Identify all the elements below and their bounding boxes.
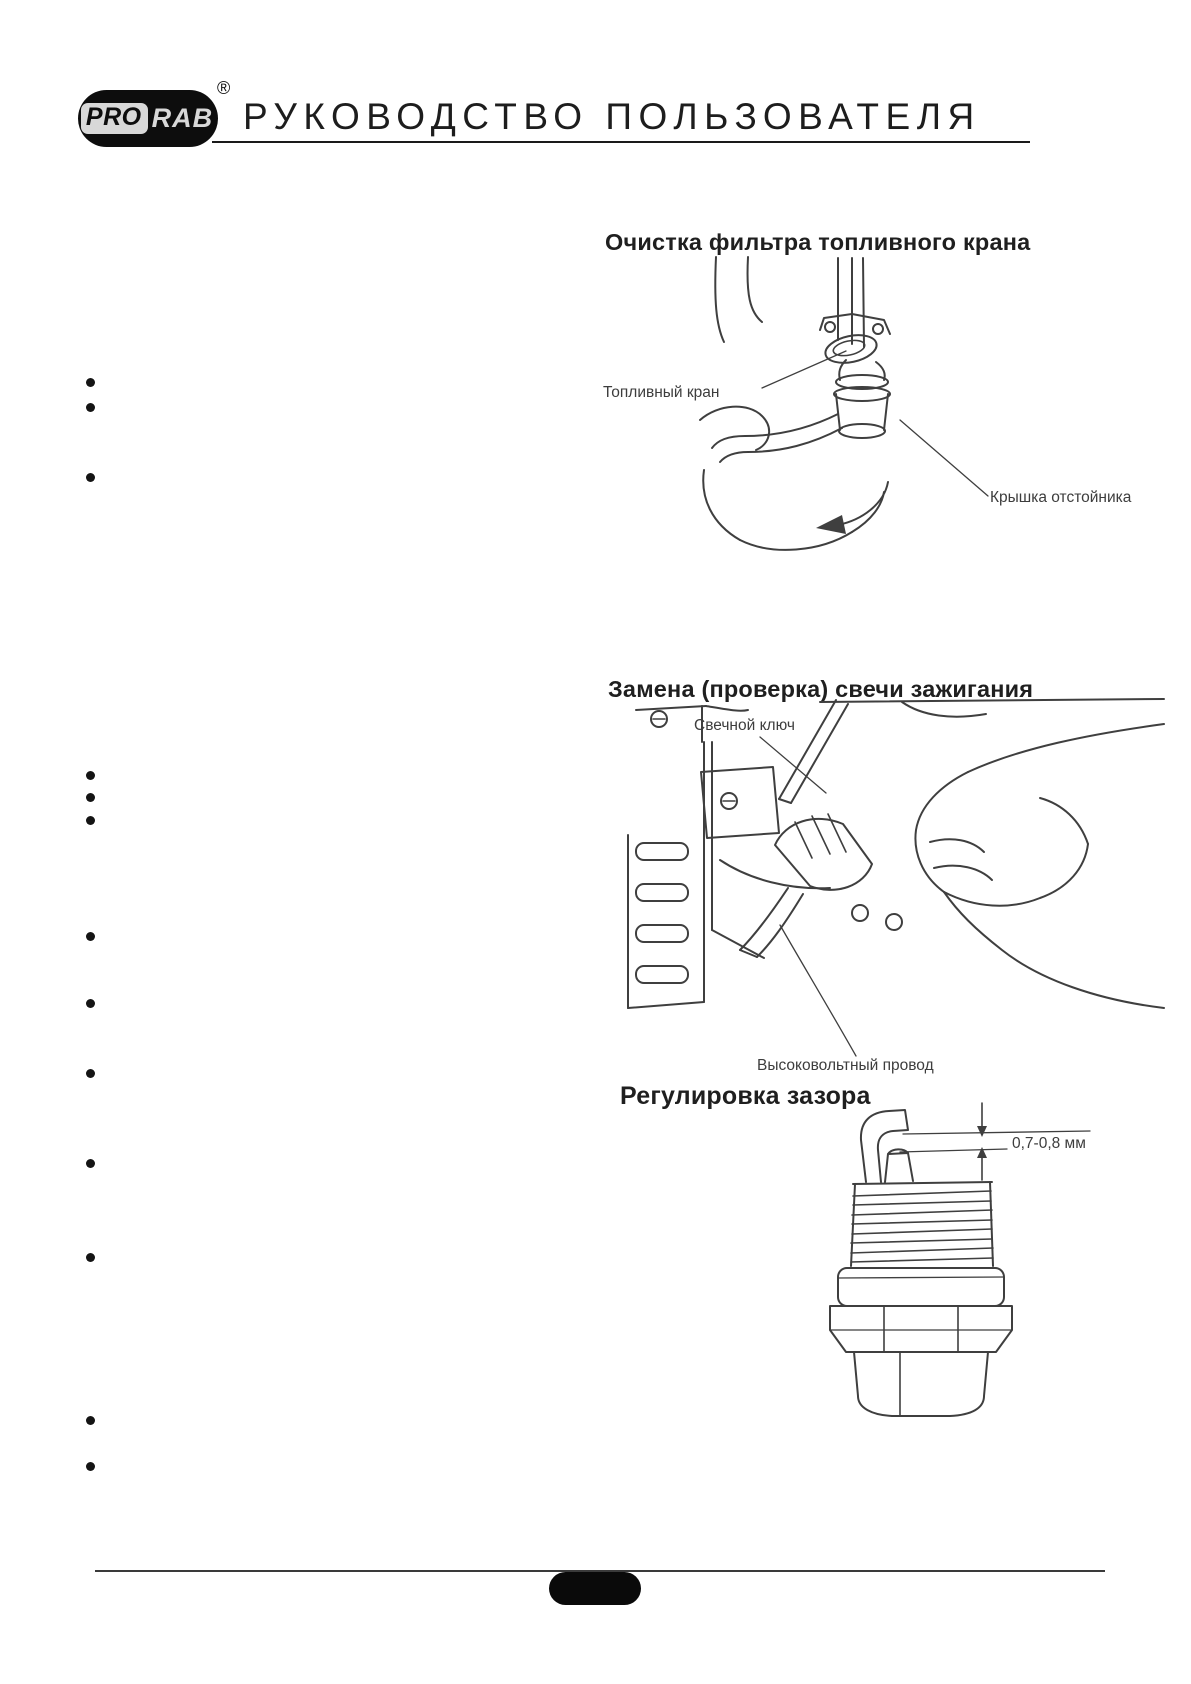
logo-pro-text: PRO [80,103,148,134]
bullet-marker [86,378,95,387]
bullet-marker [86,999,95,1008]
section-title-spark-plug: Замена (проверка) свечи зажигания [608,676,1034,702]
header-divider [212,141,1030,143]
plug-wrench-label: Свечной ключ [694,717,795,734]
page-number-pill [549,1572,641,1605]
bullet-marker [86,1069,95,1078]
bullet-marker [86,1416,95,1425]
footer-divider [95,1570,1105,1572]
gap-value-label: 0,7-0,8 мм [1012,1135,1086,1152]
section-title-gap-adjust: Регулировка зазора [620,1082,871,1110]
prorab-logo: PRO RAB [78,90,218,147]
bullet-marker [86,1462,95,1471]
bullet-marker [86,816,95,825]
bullet-marker [86,771,95,780]
registered-trademark-icon: ® [217,78,231,98]
sediment-cap-label: Крышка отстойника [990,489,1132,506]
document-title: РУКОВОДСТВО ПОЛЬЗОВАТЕЛЯ [243,96,981,137]
section-title-fuel-filter: Очистка фильтра топливного крана [605,229,1031,255]
bullet-marker [86,932,95,941]
spark-plug-gap-diagram [829,1102,1091,1417]
fuel-valve-diagram [699,256,989,551]
fuel-valve-label: Топливный кран [603,384,720,401]
bullet-marker [86,473,95,482]
bullet-marker [86,1159,95,1168]
bullet-marker [86,1253,95,1262]
hv-wire-label: Высоковольтный провод [757,1057,934,1074]
bullet-marker [86,793,95,802]
spark-plug-service-diagram [627,698,1165,1057]
logo-rab-text: RAB [151,103,214,133]
bullet-marker [86,403,95,412]
